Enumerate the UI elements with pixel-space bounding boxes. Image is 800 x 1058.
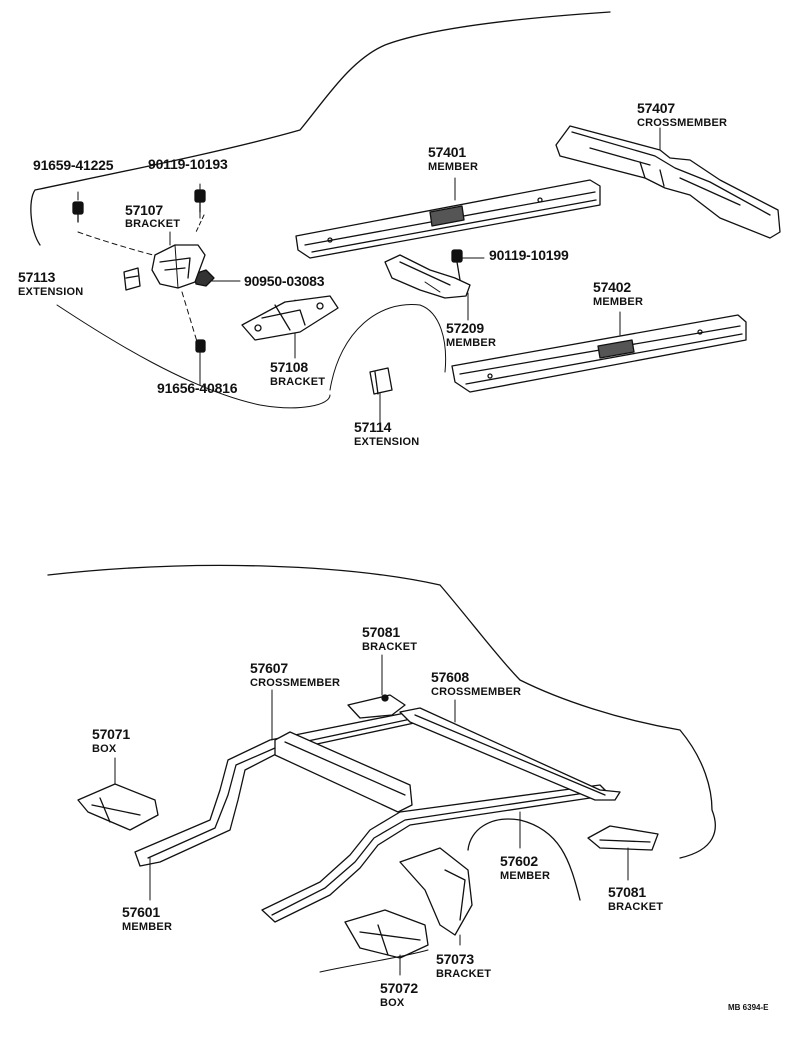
member-57209-drawing [385,255,470,298]
label-57071-name: BOX [92,743,117,755]
bracket-57107-drawing [152,245,205,288]
label-91656-40816: 91656-40816 [157,380,238,396]
label-57402: 57402 [593,279,631,295]
bolt-91656-40816 [196,340,205,352]
leader-lines-bottom [115,655,628,975]
label-57608: 57608 [431,669,469,685]
label-57081-top-name: BRACKET [362,641,418,653]
label-57209: 57209 [446,320,484,336]
label-57113-name: EXTENSION [18,286,84,298]
extension-57114-drawing [370,368,392,394]
label-57072-name: BOX [380,997,405,1009]
crossmember-57607-drawing [275,732,412,812]
bolt-91659-41225 [73,202,83,222]
bracket-57081a-drawing [348,695,405,718]
bracket-57108-drawing [242,296,338,340]
label-57608-name: CROSSMEMBER [431,686,522,698]
label-57107-name: BRACKET [125,218,181,230]
label-57601: 57601 [122,904,160,920]
nut-90950-03083 [194,270,214,286]
label-57602-name: MEMBER [500,870,551,882]
label-57601-name: MEMBER [122,921,173,933]
label-57073-name: BRACKET [436,968,492,980]
label-57113: 57113 [18,269,56,285]
crossmember-57608-drawing [400,708,620,800]
label-57209-name: MEMBER [446,337,497,349]
label-57072: 57072 [380,980,418,996]
label-57107: 57107 [125,202,163,218]
label-57108-name: BRACKET [270,376,326,388]
label-57114-name: EXTENSION [354,436,420,448]
label-57108: 57108 [270,359,308,375]
bracket-57073-drawing [400,848,472,935]
extension-57113-drawing [124,268,140,290]
label-57081-right-name: BRACKET [608,901,664,913]
member-57401-drawing [296,180,600,258]
label-57401: 57401 [428,144,466,160]
label-57071: 57071 [92,726,130,742]
label-57401-name: MEMBER [428,161,479,173]
label-57402-name: MEMBER [593,296,644,308]
bolt-90119-10199 [452,250,462,280]
label-57407: 57407 [637,100,675,116]
body-outline-top [31,12,610,245]
label-90119-10193: 90119-10193 [148,156,228,172]
label-57602: 57602 [500,853,538,869]
label-90119-10199: 90119-10199 [489,247,569,263]
label-57081-right: 57081 [608,884,646,900]
label-57607: 57607 [250,660,288,676]
box-57071-drawing [78,784,158,830]
box-57072-drawing [345,910,428,958]
leader-lines-top [57,128,660,422]
label-57081-top: 57081 [362,624,400,640]
label-57407-name: CROSSMEMBER [637,117,728,129]
label-57607-name: CROSSMEMBER [250,677,341,689]
label-90950-03083: 90950-03083 [244,273,325,289]
bracket-57081b-drawing [588,826,658,850]
crossmember-57407-drawing [556,126,780,238]
label-57114: 57114 [354,419,392,435]
label-91659-41225: 91659-41225 [33,157,114,173]
drawing-reference: MB 6394-E [728,1003,769,1012]
body-outline-bottom [48,565,715,858]
member-57402-drawing [452,315,746,392]
label-57073: 57073 [436,951,474,967]
bolt-90119-10193 [195,190,205,212]
